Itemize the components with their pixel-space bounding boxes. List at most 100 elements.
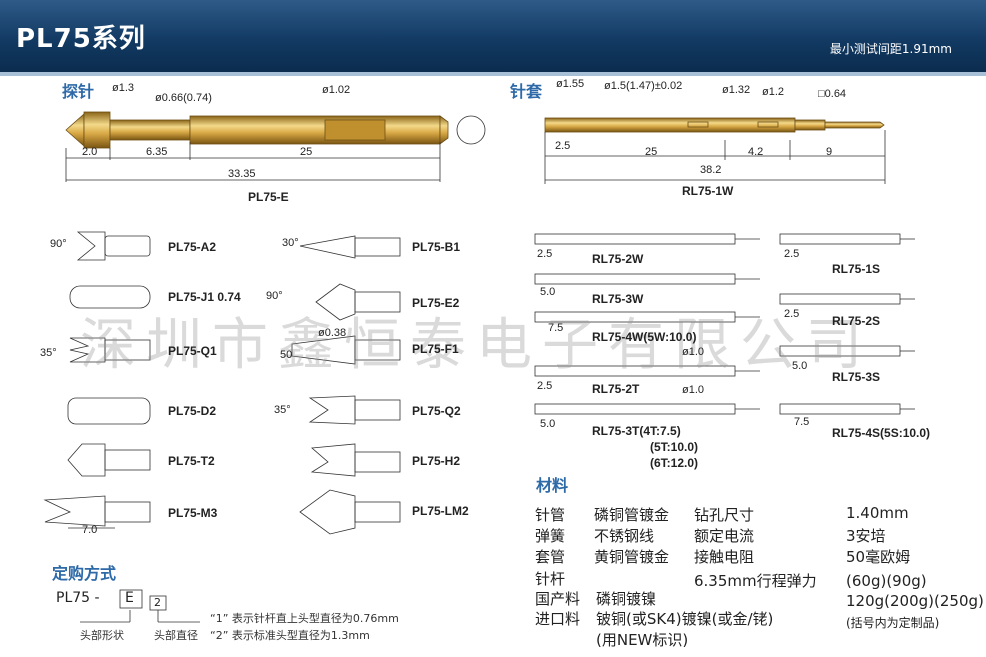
- tip-label: PL75-LM2: [412, 504, 469, 518]
- order-label-diameter: 头部直径: [154, 629, 198, 642]
- socket-dim-d3: ø1.32: [722, 84, 751, 96]
- probe-dim-l1: 2.0: [82, 146, 98, 158]
- material-domestic-value: 120g(200g)(250g): [846, 592, 984, 610]
- order-box-shape: E: [125, 590, 134, 606]
- material-note: (用NEW标识): [596, 631, 689, 649]
- socket-variant-dim: 2.5: [537, 380, 553, 392]
- page-subtitle: 最小测试间距1.91mm: [829, 42, 952, 56]
- material-value: (60g)(90g): [846, 572, 927, 590]
- probe-dim-l2: 6.35: [146, 146, 168, 158]
- socket-dim-d4: ø1.2: [762, 86, 785, 98]
- probe-section-title: 探针: [62, 82, 95, 101]
- socket-dim-total: 38.2: [700, 164, 722, 176]
- tip-label: PL75-T2: [168, 454, 215, 468]
- socket-variant-dim: 7.5: [548, 322, 564, 334]
- material-spec: 额定电流: [694, 527, 755, 545]
- tip-angle: 50: [280, 349, 293, 361]
- socket-variant-dia: ø1.0: [682, 384, 705, 396]
- socket-dim-l3: 4.2: [748, 146, 764, 158]
- probe-dim-total: 33.35: [228, 168, 256, 180]
- probe-dim-d3: ø1.02: [322, 84, 351, 96]
- tip-angle: 30°: [282, 237, 299, 249]
- socket-variant-label: RL75-1S: [832, 262, 881, 276]
- socket-dim-d2: ø1.5(1.47)±0.02: [604, 80, 683, 92]
- tip-label: PL75-D2: [168, 404, 217, 418]
- probe-dim-l3: 25: [300, 146, 313, 158]
- socket-dim-l1: 2.5: [555, 140, 571, 152]
- tip-angle: 90°: [50, 238, 67, 250]
- tip-label: PL75-E2: [412, 296, 460, 310]
- socket-model: RL75-1W: [682, 184, 734, 198]
- page-title: PL75系列: [16, 24, 146, 54]
- tip-extra: ø0.38: [318, 327, 347, 339]
- tip-angle: 35°: [40, 347, 57, 359]
- material-part: 弹簧: [535, 527, 566, 545]
- header-bar: PL75系列 最小测试间距1.91mm: [0, 0, 986, 72]
- tip-label: PL75-B1: [412, 240, 461, 254]
- tip-dim: 7.0: [82, 524, 98, 536]
- tip-label: PL75-J1 0.74: [168, 290, 241, 304]
- material-value: 50毫欧姆: [846, 548, 911, 566]
- socket-variant-dim: 2.5: [784, 248, 800, 260]
- socket-variant-dim: 2.5: [784, 308, 800, 320]
- material-name: 黄铜管镀金: [594, 548, 670, 566]
- material-imported-label: 进口料: [535, 610, 581, 628]
- order-box-diameter: 2: [154, 596, 161, 609]
- header-stripe: [0, 72, 986, 76]
- socket-variant-dim: 5.0: [540, 418, 556, 430]
- tip-label: PL75-M3: [168, 506, 218, 520]
- order-code: PL75 -: [56, 590, 100, 606]
- socket-variant-label: RL75-3W: [592, 292, 644, 306]
- material-value: 1.40mm: [846, 504, 909, 522]
- order-note-1: “1” 表示针杆直上头型直径为0.76mm: [210, 612, 399, 625]
- probe-dim-d2: ø0.66(0.74): [155, 92, 212, 104]
- material-domestic-name: 磷铜镀镍: [596, 590, 657, 608]
- probe-dim-d1: ø1.3: [112, 82, 135, 94]
- socket-dim-d5: □0.64: [818, 88, 847, 100]
- material-name: 不锈钢线: [594, 527, 655, 545]
- material-spec: 接触电阻: [694, 548, 755, 566]
- socket-dim-l4: 9: [826, 146, 833, 158]
- tip-label: PL75-H2: [412, 454, 461, 468]
- socket-variant-dim: 2.5: [537, 248, 553, 260]
- order-note-2: “2” 表示标准头型直径为1.3mm: [210, 629, 370, 642]
- material-name: 磷铜管镀金: [594, 506, 670, 524]
- material-value: 3安培: [846, 527, 886, 545]
- socket-variant-label: RL75-3T(4T:7.5): [592, 424, 681, 438]
- order-label-shape: 头部形状: [80, 629, 124, 642]
- socket-variant-dim: 5.0: [792, 360, 808, 372]
- socket-variant-label: RL75-4S(5S:10.0): [832, 426, 931, 440]
- watermark: 深圳市鑫恒泰电子有限公司: [80, 313, 872, 378]
- socket-extra-line: (6T:12.0): [650, 456, 699, 470]
- socket-variant-label: RL75-4W(5W:10.0): [592, 330, 697, 344]
- ordering-section-title: 定购方式: [52, 564, 117, 583]
- material-part: 套管: [535, 548, 566, 566]
- materials-section-title: 材料: [536, 476, 569, 495]
- tip-label: PL75-Q1: [168, 344, 217, 358]
- material-spec: 6.35mm行程弹力: [694, 572, 817, 590]
- material-part: 针杆: [535, 570, 566, 588]
- socket-variant-label: RL75-2T: [592, 382, 640, 396]
- socket-dim-l2: 25: [645, 146, 658, 158]
- socket-variant-dim: 5.0: [540, 286, 556, 298]
- tip-angle: 35°: [274, 404, 291, 416]
- tip-label: PL75-A2: [168, 240, 217, 254]
- tip-label: PL75-Q2: [412, 404, 461, 418]
- socket-variant-dim: 7.5: [794, 416, 810, 428]
- socket-extra-line: (5T:10.0): [650, 440, 699, 454]
- material-spec: 钻孔尺寸: [694, 506, 755, 524]
- probe-drawing: [43, 111, 915, 623]
- material-domestic-label: 国产料: [535, 590, 581, 608]
- probe-model: PL75-E: [248, 190, 289, 204]
- socket-variant-label: RL75-3S: [832, 370, 881, 384]
- tip-label: PL75-F1: [412, 342, 459, 356]
- material-imported-name: 铍铜(或SK4)镀镍(或金/铑): [596, 610, 774, 628]
- socket-dim-d1: ø1.55: [556, 78, 585, 90]
- material-part: 针管: [535, 506, 566, 524]
- material-imported-value: (括号内为定制品): [846, 616, 940, 630]
- socket-section-title: 针套: [510, 82, 543, 101]
- socket-variant-label: RL75-2W: [592, 252, 644, 266]
- socket-variant-label: RL75-2S: [832, 314, 881, 328]
- tip-angle: 90°: [266, 290, 283, 302]
